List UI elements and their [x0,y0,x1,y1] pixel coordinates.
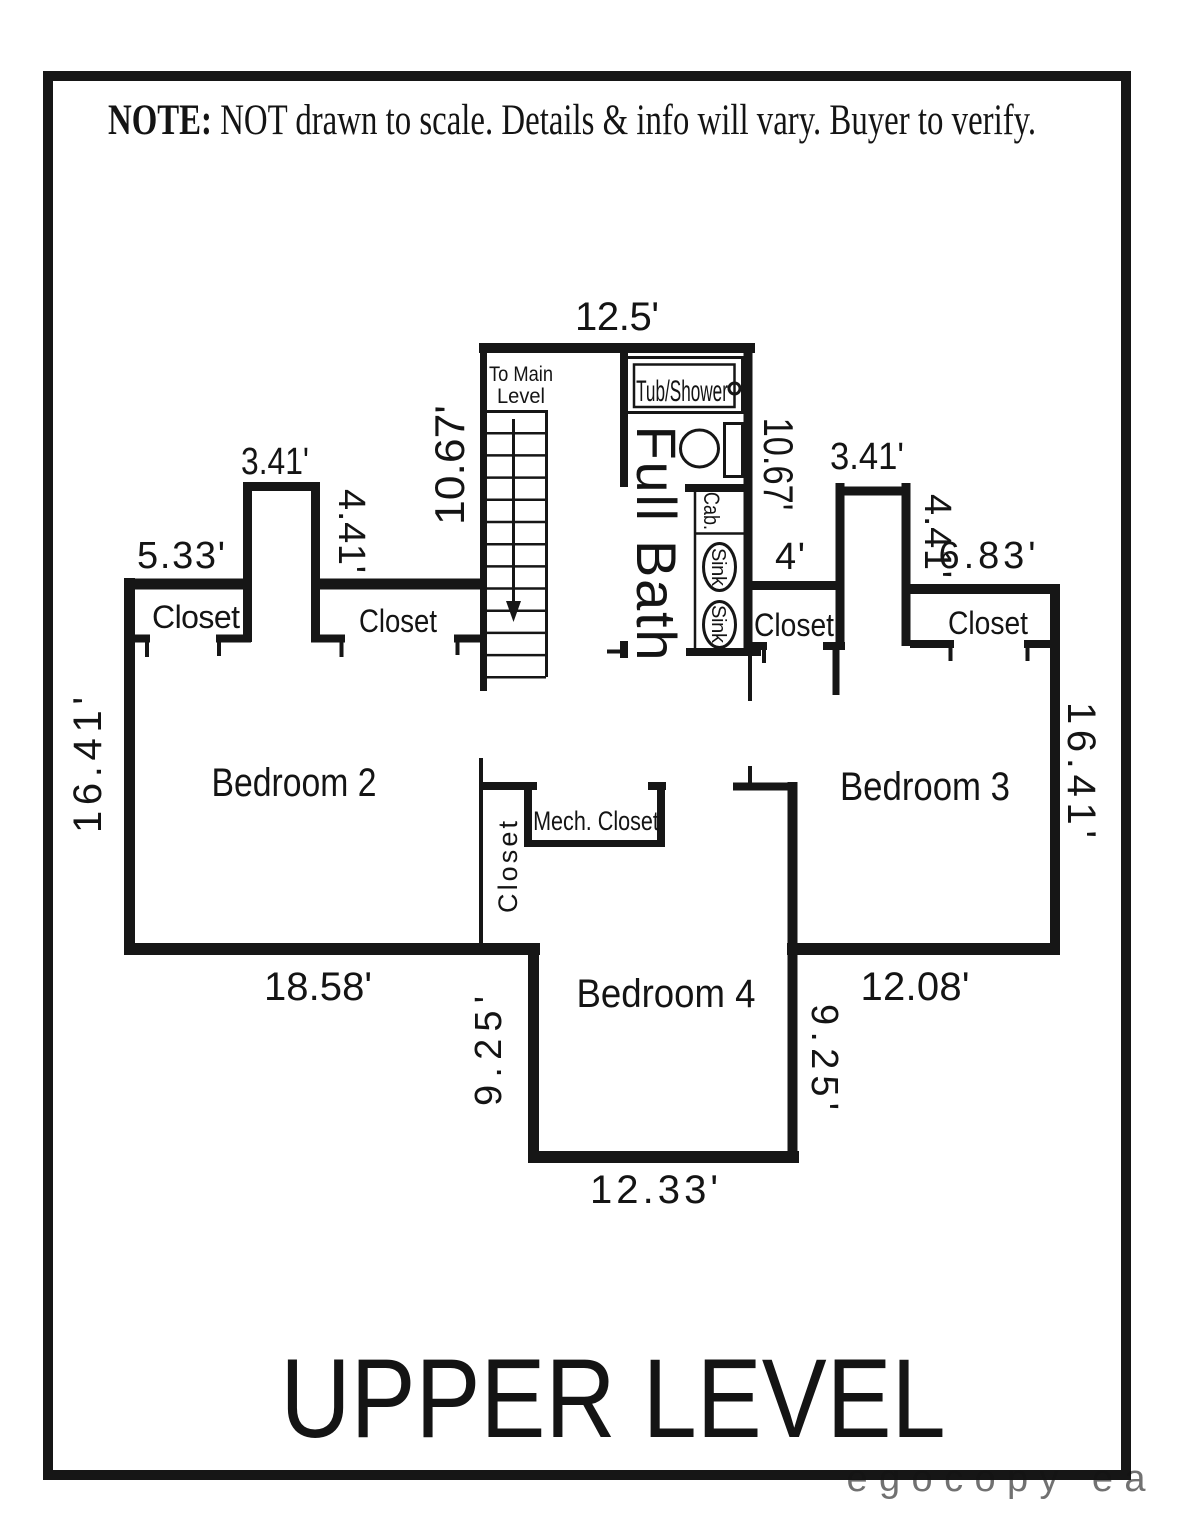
svg-text:9.25': 9.25' [468,996,510,1106]
svg-text:NOTE: NOT drawn to scale. Deta: NOTE: NOT drawn to scale. Details & info… [108,97,1036,144]
svg-text:18.58': 18.58' [264,965,372,1009]
svg-text:egocopy ea: egocopy ea [847,1458,1152,1500]
svg-text:3.41': 3.41' [830,435,904,478]
svg-text:5.33': 5.33' [137,535,225,577]
svg-text:Sink: Sink [707,548,729,587]
svg-text:12.08': 12.08' [861,965,970,1009]
svg-text:Closet: Closet [948,606,1029,641]
svg-text:Bedroom 4: Bedroom 4 [576,972,755,1017]
svg-text:To Main: To Main [489,363,553,386]
svg-text:Closet: Closet [754,608,835,643]
svg-text:Bedroom 2: Bedroom 2 [212,760,377,804]
svg-text:9.25': 9.25' [803,1004,845,1110]
svg-text:6.83': 6.83' [939,535,1036,577]
svg-text:4': 4' [775,536,805,578]
svg-text:3.41': 3.41' [241,440,309,482]
svg-text:Sink: Sink [707,605,729,644]
svg-text:UPPER LEVEL: UPPER LEVEL [280,1337,945,1462]
svg-text:10.67': 10.67' [754,418,801,511]
svg-text:Mech. Closet: Mech. Closet [533,807,659,837]
svg-text:Level: Level [497,385,545,409]
svg-text:12.5': 12.5' [575,295,659,339]
svg-text:Closet: Closet [359,604,438,639]
svg-text:10.67': 10.67' [427,405,474,525]
svg-text:Closet: Closet [152,599,240,635]
svg-text:4.41': 4.41' [916,494,958,578]
svg-text:Closet: Closet [493,821,523,913]
svg-text:Tub/Shower: Tub/Shower [636,375,728,408]
svg-text:Cab.: Cab. [699,492,723,530]
svg-text:4.41': 4.41' [330,489,372,573]
svg-text:Bedroom 3: Bedroom 3 [840,764,1010,809]
svg-text:Full Bath: Full Bath [625,426,688,661]
